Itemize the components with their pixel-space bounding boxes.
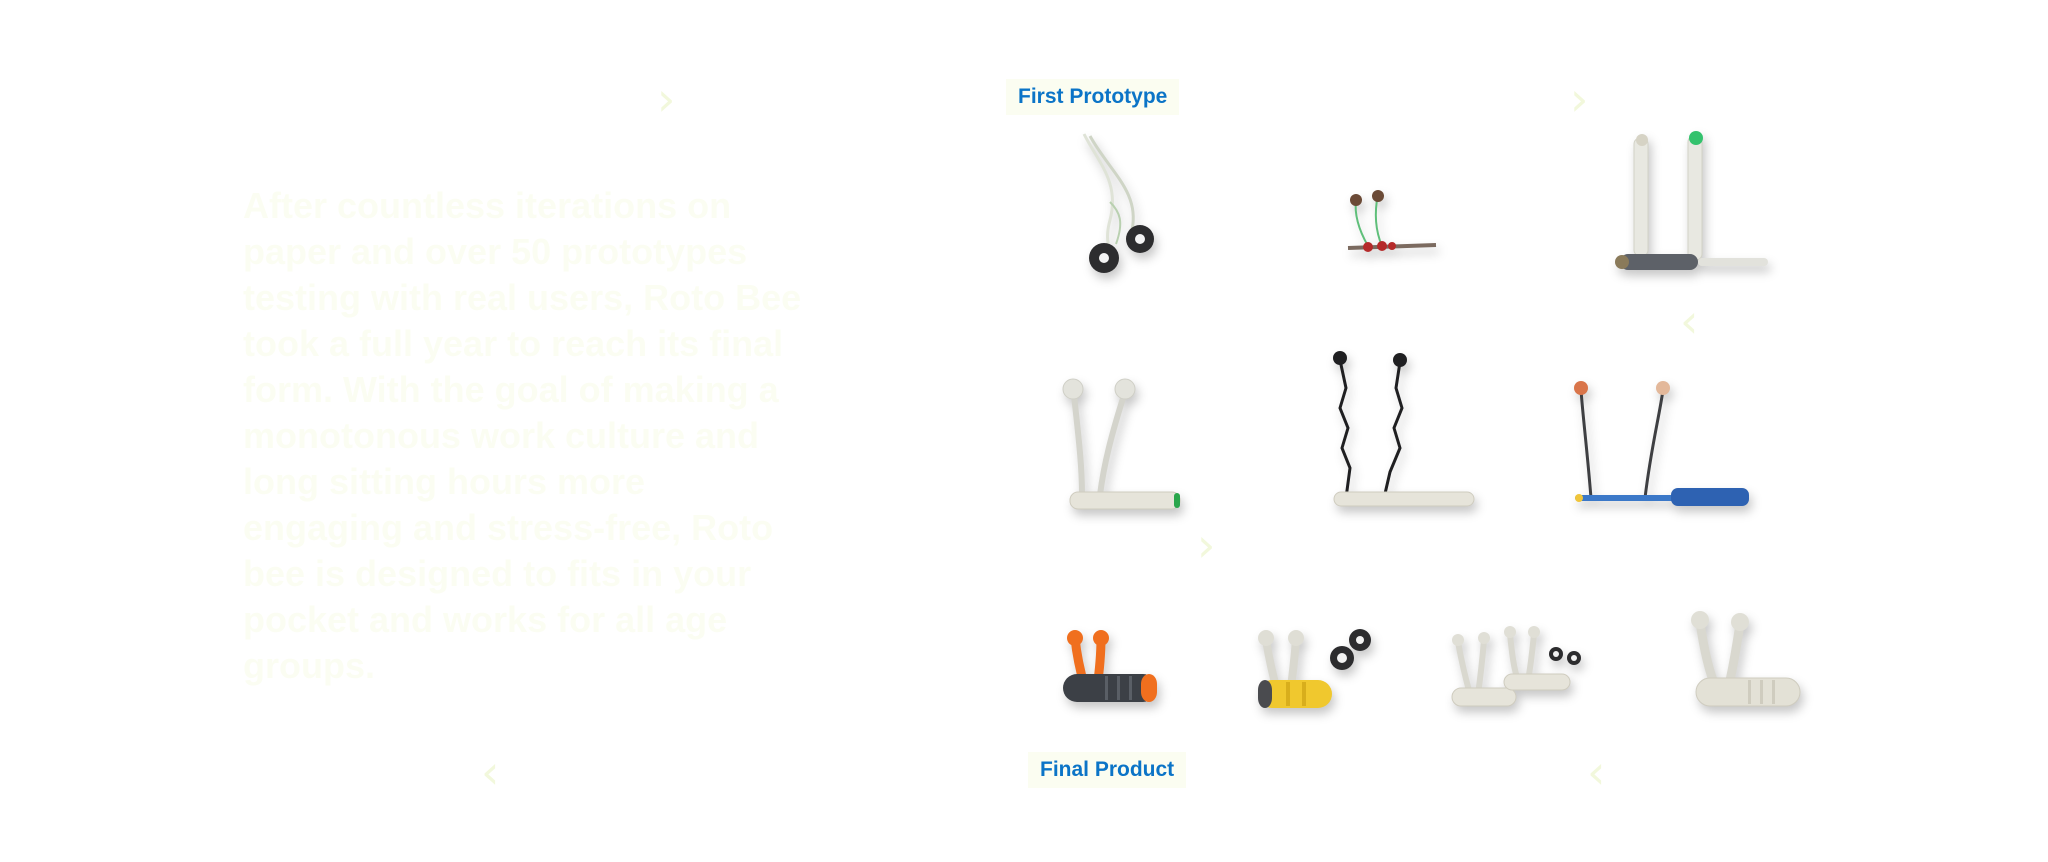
first-prototype-label: First Prototype — [1006, 79, 1180, 115]
clear-tube-prototype-image — [1614, 130, 1774, 280]
final-product-label: Final Product — [1028, 752, 1187, 788]
chevron-left-icon: ‹ — [481, 745, 500, 799]
black-spring-prototype-image — [1320, 348, 1480, 512]
yellow-roto-bee-image — [1252, 624, 1372, 714]
bead-prototype-image — [1346, 186, 1446, 256]
intro-paragraph: After countless iterations on paper and … — [243, 185, 802, 686]
chevron-right-icon: › — [1570, 72, 1589, 126]
white-roto-bee-image — [1688, 610, 1808, 710]
chevron-right-icon: › — [1197, 518, 1216, 572]
chevron-left-icon: ‹ — [1680, 294, 1699, 348]
double-roto-bee-image — [1448, 624, 1598, 714]
chevron-right-icon: › — [657, 72, 676, 126]
orange-roto-bee-image — [1055, 628, 1165, 708]
blue-handle-prototype-image — [1567, 378, 1757, 512]
wire-prototype-image — [1080, 132, 1170, 280]
white-coil-prototype-image — [1056, 373, 1186, 515]
chevron-left-icon: ‹ — [1587, 745, 1606, 799]
